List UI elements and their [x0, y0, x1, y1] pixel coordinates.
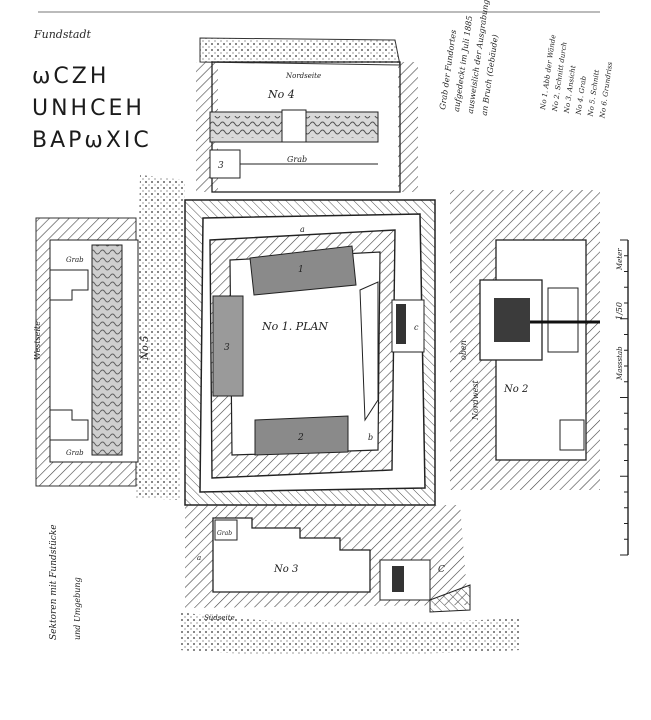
- no2-chamber-fill: [494, 298, 530, 342]
- no1-room-3: [212, 295, 244, 397]
- scale-unit: Meter: [616, 248, 624, 271]
- right-notes: Grab der Fundortes aufgedeckt im Juli 18…: [438, 0, 500, 116]
- no1-c: c: [414, 323, 419, 332]
- right-list-6: No 6. Grundriss: [598, 61, 614, 120]
- no3-stepped-body: [212, 517, 371, 593]
- no1-a: a: [300, 225, 305, 234]
- title-line-2: UNHCEH: [32, 96, 145, 121]
- no1-side-fill: [396, 304, 406, 344]
- no4-ground-top: [199, 37, 401, 66]
- no1-b: b: [368, 433, 373, 442]
- no5-ornament: [92, 245, 122, 455]
- section-no4: No 4 Nordseite Grab 3: [196, 37, 418, 193]
- scale-ticks: [620, 239, 628, 556]
- no3-ramp: [429, 584, 471, 613]
- no2-box: [559, 419, 585, 451]
- left-note-1: Sektoren mit Fundstücke: [49, 524, 59, 640]
- no4-label: No 4: [267, 88, 295, 101]
- no1-room-1: [249, 245, 357, 296]
- no3-label: No 3: [273, 564, 298, 575]
- no5-notch-top: [49, 269, 89, 301]
- scale-bar: Meter 1/50 Massstab: [615, 239, 629, 556]
- no1-room-2: [254, 415, 349, 456]
- no3-side: Südseite: [204, 614, 235, 622]
- no5-notch-bottom: [49, 409, 89, 441]
- no1-num-1: 1: [298, 265, 304, 275]
- no3-ground: [180, 612, 520, 655]
- no3-right-block: [379, 559, 431, 601]
- no2-oben: oben: [459, 340, 468, 360]
- left-note-2: und Umgebung: [73, 577, 82, 640]
- section-no1-plan: No 1. PLAN 1 2 3 a b c: [184, 199, 436, 506]
- no3-grab: Grab: [217, 530, 232, 537]
- no4-tag: Nordseite: [285, 72, 321, 80]
- no4-wall-right: [398, 62, 418, 192]
- no4-num: 3: [218, 161, 224, 171]
- section-no5: Grab Grab No 5 Westseite: [33, 217, 151, 487]
- no3-a: a: [197, 554, 201, 562]
- no1-num-2: 2: [297, 433, 304, 443]
- no2-label: No 2: [503, 384, 528, 395]
- no4-box: [209, 149, 241, 179]
- no2-side: Nordwest: [471, 380, 480, 421]
- no4-grab: Grab: [287, 155, 307, 164]
- header-note: Fundstadt: [34, 28, 91, 41]
- ground-strip-left: [135, 175, 185, 500]
- no3-c: C: [438, 565, 445, 575]
- no1-step: [359, 281, 379, 422]
- no3-grab-box: [214, 519, 238, 541]
- title-line-1: ωCZH: [32, 64, 110, 89]
- title-line-3: BAPωXIC: [32, 128, 152, 153]
- section-no2: No 2 Nordwest oben: [450, 190, 600, 490]
- no3-right-fill: [392, 566, 404, 592]
- no5-side: Westseite: [33, 321, 42, 360]
- no1-label: No 1. PLAN: [261, 320, 328, 333]
- scale-label: Massstab: [616, 346, 624, 381]
- no2-step: [547, 287, 579, 353]
- right-list: No 1. Abb der Wände No 2. Schnitt durch …: [539, 34, 614, 120]
- no5-label: No 5: [140, 336, 151, 361]
- no1-num-3: 3: [224, 343, 230, 353]
- section-no3: No 3 Südseite Grab a C: [180, 505, 520, 655]
- right-list-4: No 4. Grab: [575, 75, 589, 116]
- no5-grab-top: Grab: [66, 256, 84, 264]
- no5-grab-bottom: Grab: [66, 449, 84, 457]
- scale-ratio: 1/50: [615, 302, 624, 320]
- no4-cartouche: [281, 109, 307, 143]
